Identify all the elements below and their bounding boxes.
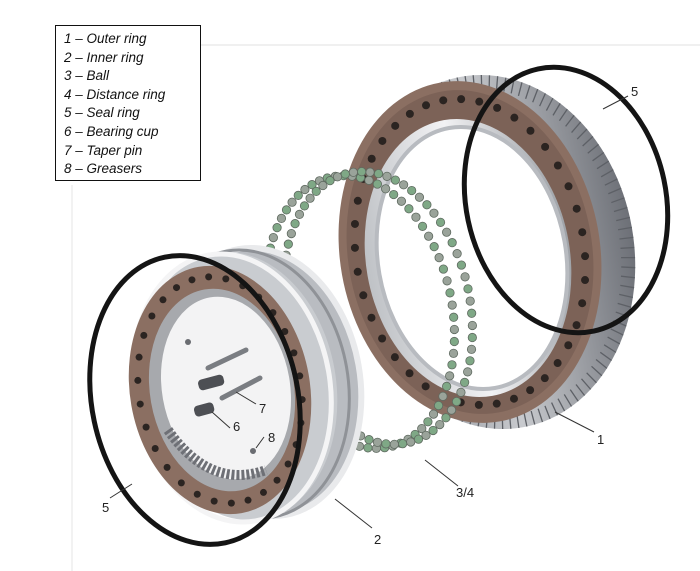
- leader-lines: [109, 95, 629, 529]
- legend-item-distance-ring: 4 – Distance ring: [64, 86, 166, 102]
- taper-pins: [205, 347, 263, 401]
- callout-inner-ring: 2: [374, 532, 382, 547]
- legend-item-greasers: 8 – Greasers: [64, 161, 143, 177]
- callout-greaser: 8: [268, 430, 276, 445]
- callout-balls-distance: 3/4: [456, 485, 475, 500]
- legend-item-ball: 3 – Ball: [64, 68, 110, 84]
- seal-ring-top: [461, 64, 671, 336]
- callout-seal-ring-top: 5: [631, 84, 639, 99]
- legend-item-outer-ring: 1 – Outer ring: [64, 31, 147, 46]
- inner-ring: [128, 244, 365, 525]
- bearing-cups: [193, 374, 225, 417]
- callout-outer-ring: 1: [597, 432, 605, 447]
- outer-ring: [338, 74, 636, 430]
- greasers: [185, 339, 256, 454]
- callout-seal-ring-left: 5: [102, 500, 110, 515]
- legend-item-taper-pin: 7 – Taper pin: [64, 142, 143, 158]
- legend-item-seal-ring: 5 – Seal ring: [64, 105, 140, 121]
- seal-ring-left: [87, 253, 303, 547]
- parts-legend: 1 – Outer ring 2 – Inner ring 3 – Ball 4…: [55, 25, 201, 181]
- callout-bearing-cup: 6: [233, 419, 241, 434]
- callout-taper-pin: 7: [259, 401, 267, 416]
- legend-item-bearing-cup: 6 – Bearing cup: [64, 123, 159, 139]
- legend-item-inner-ring: 2 – Inner ring: [64, 49, 144, 65]
